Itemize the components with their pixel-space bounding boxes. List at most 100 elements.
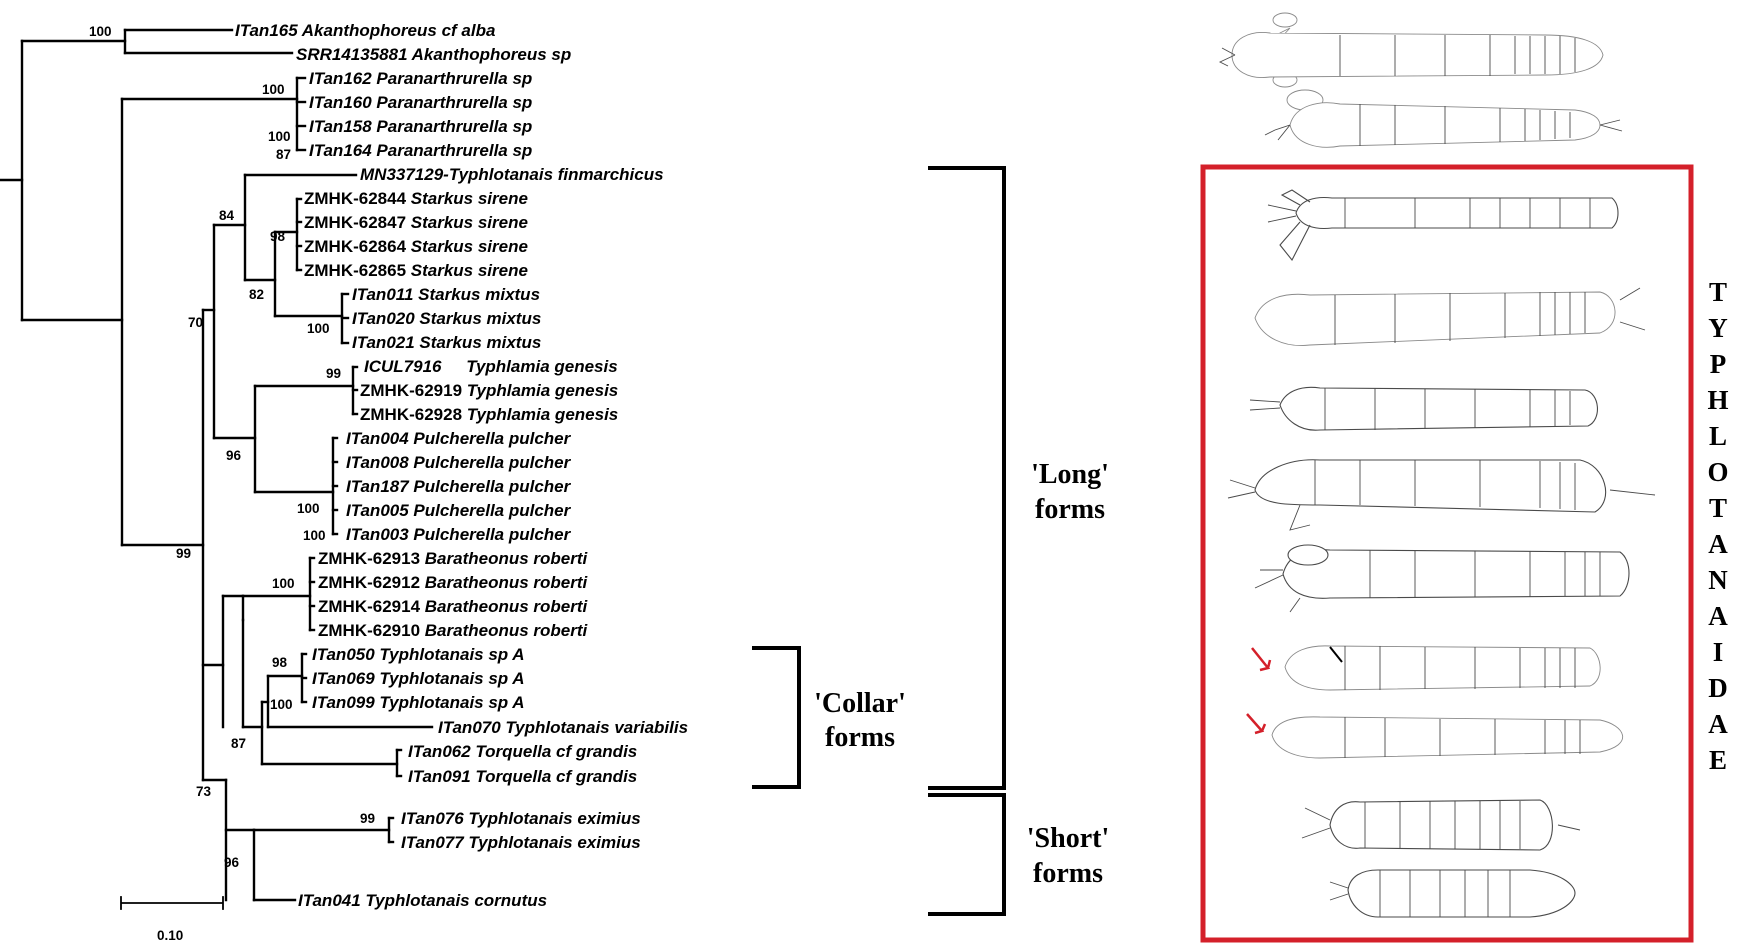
taxon-label: ITan076 Typhlotanais eximius: [401, 809, 641, 828]
specimen-drawing: [1227, 459, 1656, 531]
collar-arrow-icon: [1251, 647, 1272, 672]
taxon-label: ZMHK-62928 Typhlamia genesis: [360, 405, 618, 424]
taxon-label: ZMHK-62844 Starkus sirene: [304, 189, 528, 208]
short-forms-label: forms: [1033, 858, 1103, 889]
taxon-label: ITan165 Akanthophoreus cf alba: [235, 21, 495, 40]
taxon-label: ITan020 Starkus mixtus: [352, 309, 541, 328]
bootstrap-value: 100: [262, 82, 285, 97]
taxon-labels: ITan165 Akanthophoreus cf alba SRR141358…: [235, 21, 688, 910]
specimen-drawing: [1251, 645, 1601, 691]
taxon-label: ITan062 Torquella cf grandis: [408, 742, 637, 761]
taxon-label: SRR14135881 Akanthophoreus sp: [296, 45, 571, 64]
family-label-letter: O: [1707, 457, 1728, 487]
scale-bar-label: 0.10: [157, 928, 183, 943]
taxon-label: ITan091 Torquella cf grandis: [408, 767, 637, 786]
family-label-letter: I: [1713, 637, 1724, 667]
scale-bar: 0.10: [120, 896, 224, 943]
bracket-collar: 'Collar' forms: [752, 646, 906, 789]
bootstrap-value: 100: [272, 576, 295, 591]
specimen-drawing: [1267, 189, 1619, 262]
taxon-label: ZMHK-62910 Baratheonus roberti: [318, 621, 589, 640]
specimen-drawing: [1249, 386, 1598, 431]
family-label-letter: T: [1709, 277, 1727, 307]
bootstrap-value: 100: [89, 24, 112, 39]
taxon-label: ITan003 Pulcherella pulcher: [346, 525, 572, 544]
family-label-letter: N: [1708, 565, 1728, 595]
taxon-label: ITan011 Starkus mixtus: [352, 285, 540, 304]
typhlotanaidae-highlight-box: [1200, 164, 1694, 943]
bootstrap-value: 96: [224, 855, 240, 870]
taxon-label: ZMHK-62919 Typhlamia genesis: [360, 381, 618, 400]
family-label-letter: L: [1709, 421, 1727, 451]
taxon-label: ITan160 Paranarthrurella sp: [309, 93, 532, 112]
bootstrap-value: 99: [360, 811, 375, 826]
taxon-label: ITan004 Pulcherella pulcher: [346, 429, 572, 448]
taxon-label: ITan008 Pulcherella pulcher: [346, 453, 572, 472]
collar-forms-label: 'Collar': [814, 688, 906, 719]
taxon-label: ITan164 Paranarthrurella sp: [309, 141, 532, 160]
family-label-letter: A: [1708, 601, 1728, 631]
taxon-label: ZMHK-62914 Baratheonus roberti: [318, 597, 589, 616]
taxon-label: ITan021 Starkus mixtus: [352, 333, 541, 352]
bootstrap-value: 100: [307, 321, 330, 336]
taxon-label: ZMHK-62865 Starkus sirene: [304, 261, 528, 280]
taxon-label: MN337129-Typhlotanais finmarchicus: [360, 165, 664, 184]
short-forms-label: 'Short': [1027, 823, 1109, 854]
bootstrap-value: 87: [276, 147, 291, 162]
long-forms-label: 'Long': [1031, 459, 1109, 490]
family-label-letter: E: [1709, 745, 1727, 775]
specimen-drawing: [1301, 799, 1581, 851]
taxon-label: ITan077 Typhlotanais eximius: [401, 833, 641, 852]
bootstrap-value: 87: [231, 736, 246, 751]
bootstrap-value: 82: [249, 287, 264, 302]
family-label-letter: A: [1708, 709, 1728, 739]
phylogenetic-tree: [0, 28, 434, 902]
family-label-letter: A: [1708, 529, 1728, 559]
taxon-label: ITan069 Typhlotanais sp A: [312, 669, 525, 688]
taxon-label: ITan050 Typhlotanais sp A: [312, 645, 525, 664]
specimen-drawing: [1264, 89, 1623, 148]
taxon-label: ITan187 Pulcherella pulcher: [346, 477, 572, 496]
taxon-label: ITan041 Typhlotanais cornutus: [298, 891, 547, 910]
taxon-label: ZMHK-62864 Starkus sirene: [304, 237, 528, 256]
bootstrap-value: 73: [196, 784, 212, 799]
collar-arrow-icon: [1246, 713, 1267, 735]
family-label-letter: T: [1709, 493, 1727, 523]
specimen-drawing: [1246, 713, 1623, 759]
specimen-illustrations: [1218, 12, 1656, 918]
bootstrap-value: 84: [219, 208, 235, 223]
taxon-label: ITan070 Typhlotanais variabilis: [438, 718, 688, 737]
bootstrap-value: 99: [176, 546, 191, 561]
family-label-letter: P: [1710, 349, 1727, 379]
taxon-label: ZMHK-62847 Starkus sirene: [304, 213, 528, 232]
bootstrap-value: 98: [272, 655, 288, 670]
taxon-label: ITan162 Paranarthrurella sp: [309, 69, 532, 88]
long-forms-label: forms: [1035, 494, 1105, 525]
bootstrap-value: 100: [297, 501, 320, 516]
taxon-label: ZMHK-62913 Baratheonus roberti: [318, 549, 589, 568]
taxon-label: ITan158 Paranarthrurella sp: [309, 117, 532, 136]
bootstrap-value: 96: [226, 448, 242, 463]
bracket-short: 'Short' forms: [928, 793, 1109, 916]
bootstrap-value: 98: [270, 229, 286, 244]
taxon-label: ICUL7916 Typhlamia genesis: [364, 357, 618, 376]
bootstrap-value: 100: [270, 697, 293, 712]
collar-forms-label: forms: [825, 722, 895, 753]
bootstrap-value: 100: [303, 528, 326, 543]
bootstrap-value: 99: [326, 366, 341, 381]
specimen-drawing: [1254, 544, 1630, 613]
family-label-letter: Y: [1708, 313, 1728, 343]
taxon-label: ZMHK-62912 Baratheonus roberti: [318, 573, 589, 592]
bracket-long: 'Long' forms: [928, 166, 1109, 790]
family-label-letter: H: [1707, 385, 1728, 415]
specimen-drawing: [1218, 12, 1604, 88]
specimen-drawing: [1329, 869, 1576, 918]
bootstrap-value: 70: [188, 315, 203, 330]
specimen-drawing: [1254, 287, 1646, 346]
support-values: 100 100 100 87 84 98 82 100 70 99 96 100…: [89, 24, 375, 870]
taxon-label: ITan005 Pulcherella pulcher: [346, 501, 572, 520]
taxon-label: ITan099 Typhlotanais sp A: [312, 693, 525, 712]
bootstrap-value: 100: [268, 129, 291, 144]
